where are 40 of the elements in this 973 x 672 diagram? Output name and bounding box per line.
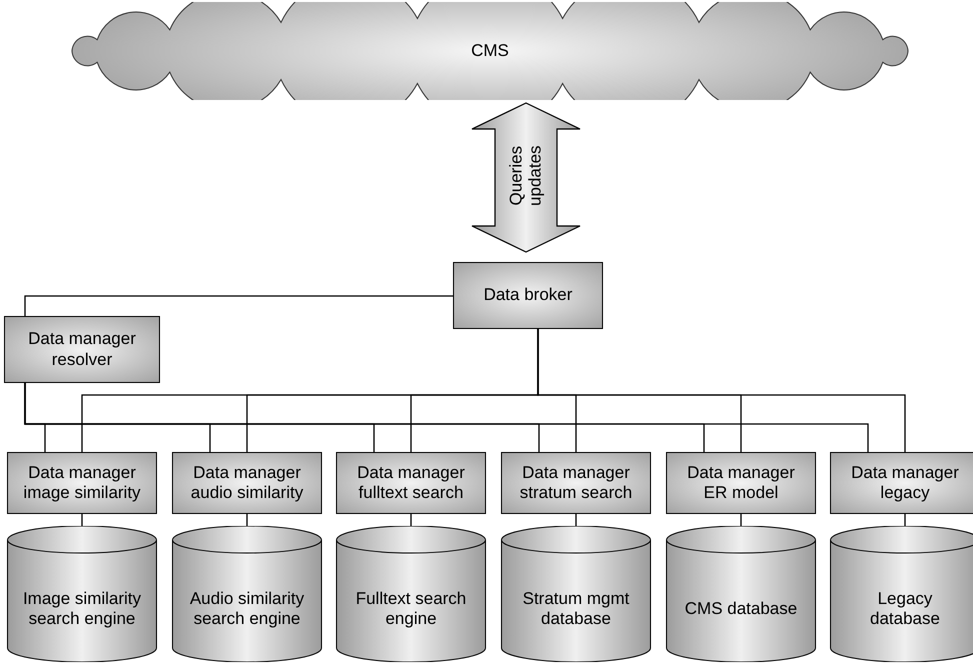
- database-cylinder: [830, 526, 973, 662]
- database-cylinder: [7, 526, 157, 662]
- node-label: Data manager image similarity: [22, 462, 142, 504]
- node-label: Data manager fulltext search: [356, 462, 466, 504]
- node-label: Audio similarity search engine: [188, 588, 306, 630]
- connector-line: [740, 514, 742, 526]
- node-label: Image similarity search engine: [22, 588, 142, 630]
- edge-label: Queries updates: [507, 144, 545, 208]
- connector-line: [24, 383, 869, 452]
- connector-line: [537, 329, 906, 452]
- node-label: Data manager resolver: [27, 329, 137, 370]
- process-box: [4, 316, 160, 383]
- double-arrow: [471, 102, 581, 253]
- database-cylinder: [666, 526, 816, 662]
- node-label: Data manager stratum search: [518, 462, 634, 504]
- connector-line: [81, 514, 83, 526]
- connector-line: [246, 514, 248, 526]
- process-box: [453, 262, 603, 329]
- node-label: Data manager legacy: [850, 462, 960, 504]
- node-label: Data manager audio similarity: [190, 462, 304, 504]
- process-box: [172, 452, 322, 514]
- process-box: [830, 452, 973, 514]
- database-cylinder: [501, 526, 651, 662]
- process-box: [336, 452, 486, 514]
- node-label: Fulltext search engine: [354, 588, 468, 630]
- connector-line: [24, 295, 453, 316]
- node-label: CMS database: [684, 598, 798, 620]
- node-label: Legacy database: [869, 588, 941, 630]
- connector-line: [575, 514, 577, 526]
- connector-line: [410, 514, 412, 526]
- database-cylinder: [172, 526, 322, 662]
- process-box: [501, 452, 651, 514]
- node-label: CMS: [471, 40, 509, 62]
- process-box: [666, 452, 816, 514]
- node-label: Stratum mgmt database: [522, 588, 630, 630]
- node-label: Data manager ER model: [686, 462, 796, 504]
- process-box: [7, 452, 157, 514]
- database-cylinder: [336, 526, 486, 662]
- node-label: Data broker: [484, 285, 572, 306]
- connector-line: [904, 514, 906, 526]
